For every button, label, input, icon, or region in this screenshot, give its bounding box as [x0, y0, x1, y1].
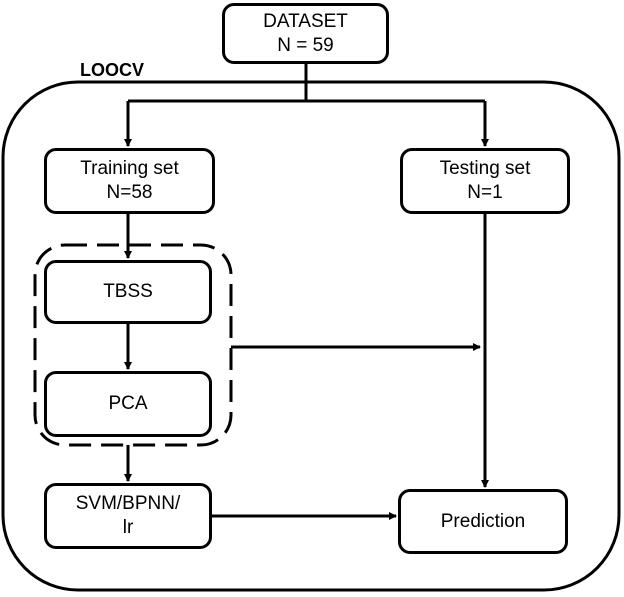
pca-node: PCA: [44, 371, 212, 437]
testing-set-title: Testing set: [439, 158, 531, 179]
dataset-node: DATASET N = 59: [222, 3, 389, 64]
testing-set-count: N=1: [467, 182, 503, 203]
prediction-label: Prediction: [440, 510, 526, 532]
training-set-count: N=58: [106, 182, 153, 203]
feature-extraction-group: [33, 243, 233, 447]
dataset-count: N = 59: [277, 34, 334, 56]
tbss-label: TBSS: [103, 281, 153, 302]
loocv-label: LOOCV: [80, 60, 145, 80]
classifier-label-line2: lr: [122, 517, 134, 538]
training-set-title: Training set: [80, 158, 179, 179]
prediction-node: Prediction: [398, 489, 568, 554]
dataset-title: DATASET: [263, 10, 348, 32]
tbss-node: TBSS: [44, 260, 212, 324]
training-set-node: Training set N=58: [44, 148, 215, 214]
loocv-frame: [1, 80, 621, 592]
pca-label: PCA: [108, 393, 148, 414]
testing-set-node: Testing set N=1: [400, 148, 570, 214]
classifier-label-line1: SVM/BPNN/: [75, 493, 181, 514]
classifier-node: SVM/BPNN/ lr: [44, 483, 212, 549]
